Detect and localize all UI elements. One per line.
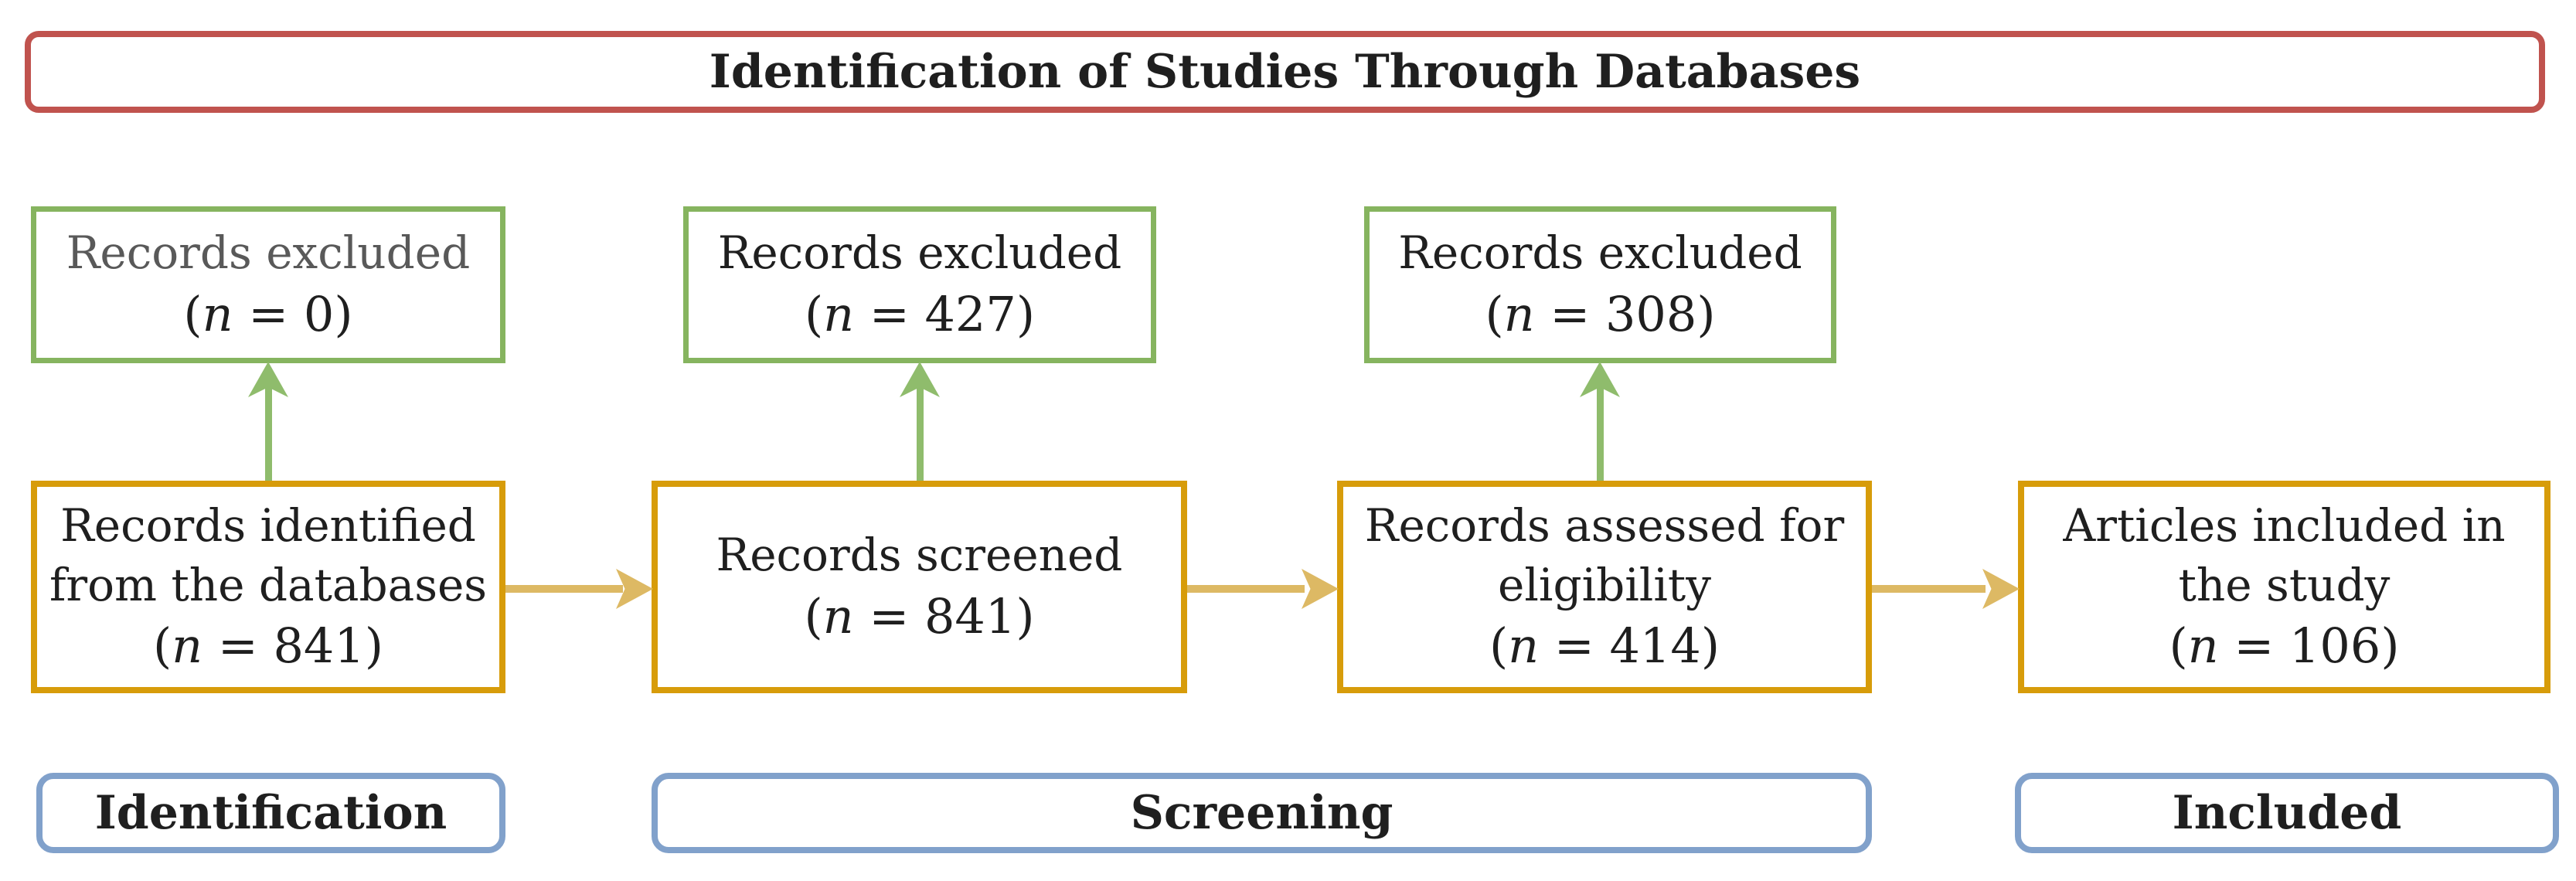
process-box-included-articles-count: (n = 106) [2169, 617, 2400, 675]
excluded-box-1-count: (n = 0) [183, 285, 353, 342]
excluded-box-3-count: (n = 308) [1485, 285, 1716, 342]
process-box-identified: Records identified from the databases (n… [31, 481, 505, 693]
process-box-included-articles: Articles included in the study (n = 106) [2018, 481, 2550, 693]
title-banner-label: Identification of Studies Through Databa… [709, 45, 1861, 99]
process-box-identified-label: Records identified from the databases [49, 499, 488, 611]
green-up-arrow-3-shaft [1597, 386, 1604, 481]
stage-box-included-label: Included [2172, 786, 2402, 840]
excluded-box-3-label: Records excluded [1398, 226, 1802, 280]
process-box-included-articles-label: Articles included in the study [2063, 499, 2506, 611]
amber-right-arrow-3-head [1982, 569, 2020, 609]
green-up-arrow-2-shaft [917, 386, 924, 481]
excluded-box-2-label: Records excluded [717, 226, 1122, 280]
process-box-screened: Records screened (n = 841) [652, 481, 1187, 693]
excluded-box-2: Records excluded (n = 427) [683, 206, 1156, 363]
amber-right-arrow-2-head [1302, 569, 1339, 609]
amber-right-arrow-3-shaft [1872, 585, 1986, 593]
title-banner: Identification of Studies Through Databa… [25, 31, 2545, 113]
excluded-box-1: Records excluded (n = 0) [31, 206, 505, 363]
process-box-identified-count: (n = 841) [152, 617, 384, 675]
excluded-box-1-label: Records excluded [66, 226, 471, 280]
process-box-assessed: Records assessed for eligibility (n = 41… [1337, 481, 1872, 693]
stage-box-screening-label: Screening [1130, 786, 1393, 840]
process-box-screened-count: (n = 841) [804, 587, 1035, 645]
stage-box-screening: Screening [652, 773, 1872, 853]
process-box-assessed-count: (n = 414) [1489, 617, 1720, 675]
process-box-assessed-label: Records assessed for eligibility [1364, 499, 1845, 611]
stage-box-identification-label: Identification [94, 786, 447, 840]
stage-box-included: Included [2015, 773, 2559, 853]
excluded-box-3: Records excluded (n = 308) [1364, 206, 1836, 363]
amber-right-arrow-2-shaft [1187, 585, 1305, 593]
green-up-arrow-1-shaft [265, 386, 272, 481]
excluded-box-2-count: (n = 427) [804, 285, 1036, 342]
process-box-screened-label: Records screened [716, 529, 1123, 582]
amber-right-arrow-1-shaft [505, 585, 623, 593]
stage-box-identification: Identification [36, 773, 505, 853]
